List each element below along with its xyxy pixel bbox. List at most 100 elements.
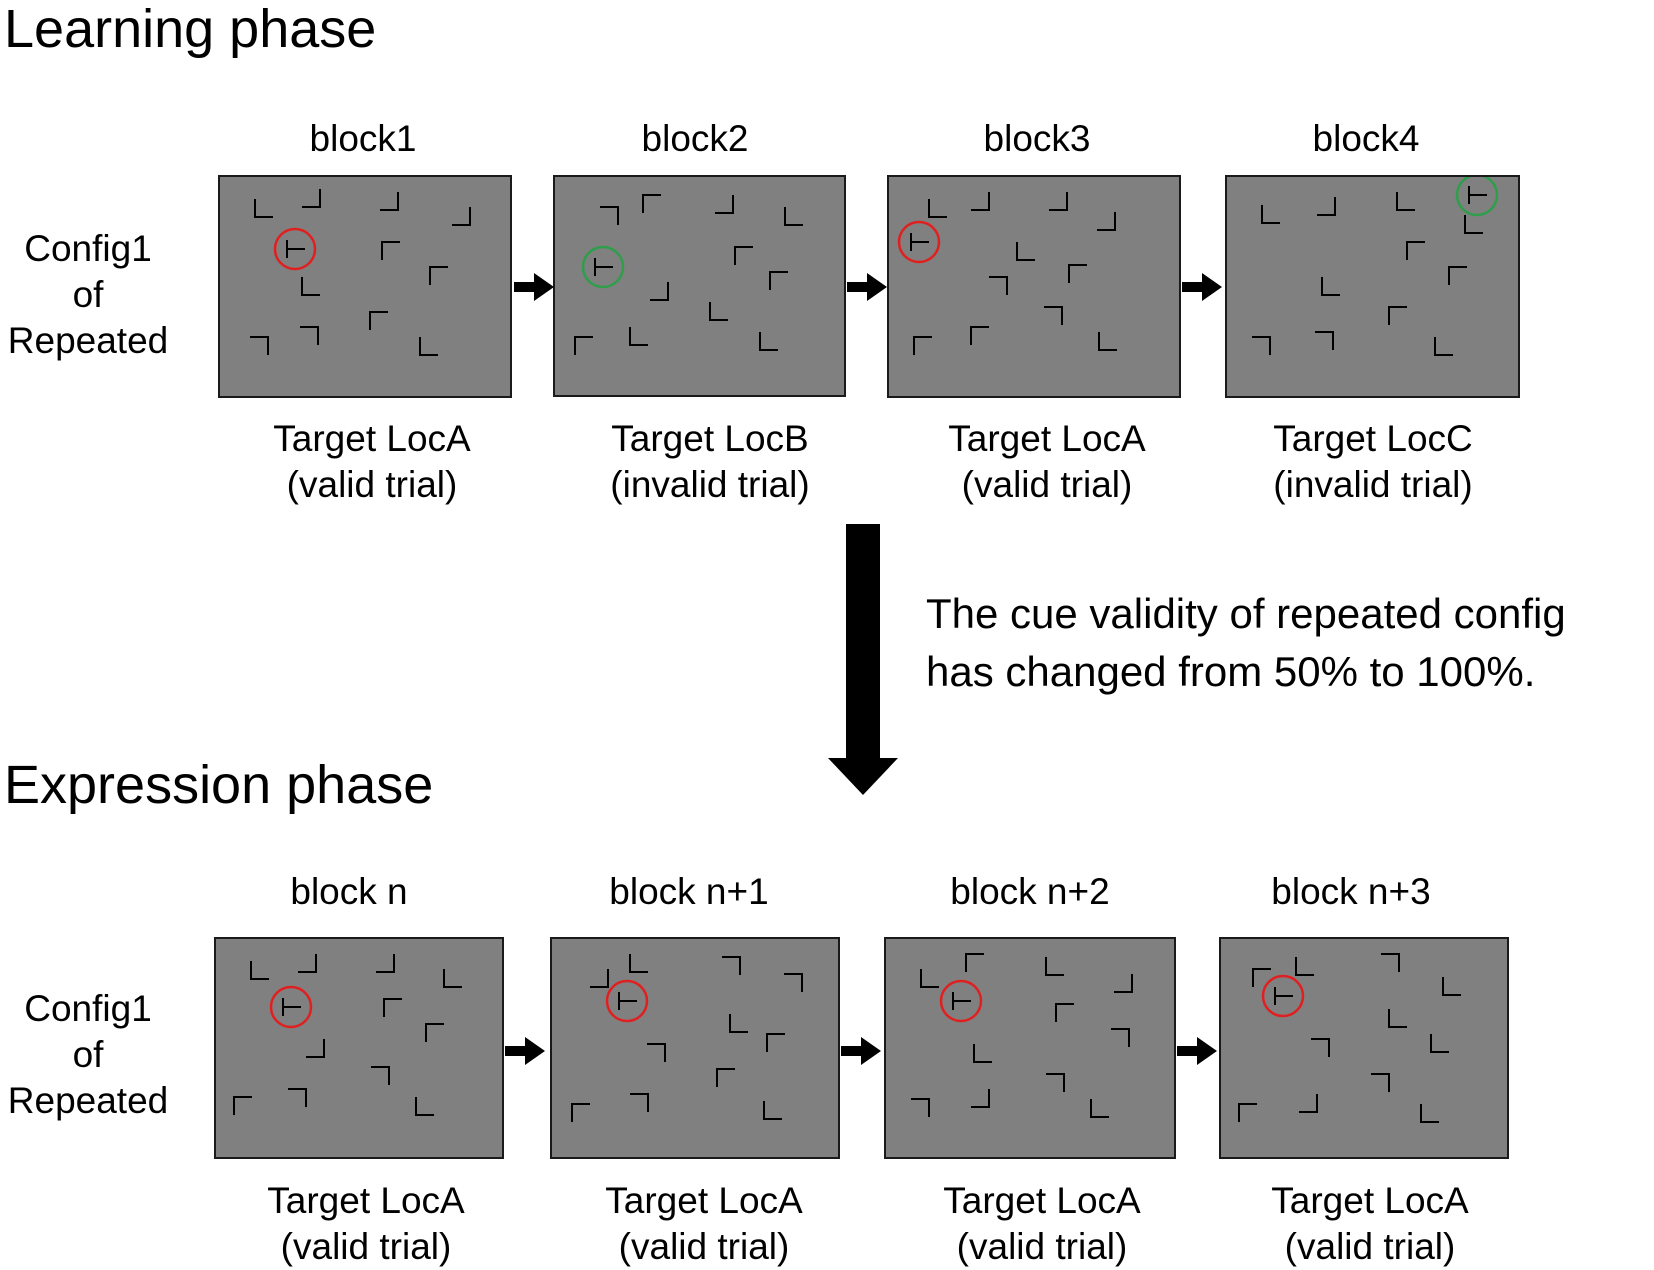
distractor-l-shape xyxy=(300,326,319,345)
arrow-right-icon xyxy=(505,1037,545,1065)
distractor-l-shape xyxy=(1097,212,1116,231)
distractor-l-shape xyxy=(443,969,462,988)
distractor-l-shape xyxy=(1311,1038,1330,1057)
expression-row-label: Config1 of Repeated xyxy=(0,986,176,1124)
target-t-shape xyxy=(1274,987,1293,1005)
distractor-l-shape xyxy=(729,1014,748,1033)
distractor-l-shape xyxy=(1299,1094,1318,1113)
distractor-l-shape xyxy=(759,332,778,351)
target-t-shape xyxy=(618,992,637,1010)
expression-block-title-4: block n+3 xyxy=(1271,871,1431,912)
row-label-line: Config1 xyxy=(24,988,152,1029)
distractor-l-shape xyxy=(250,336,269,355)
distractor-l-shape xyxy=(1238,1103,1257,1122)
distractor-l-shape xyxy=(429,266,448,285)
learning-search-display-4 xyxy=(1225,175,1520,398)
distractor-l-shape xyxy=(574,336,593,355)
arrow-down-icon xyxy=(828,524,898,795)
caption-trial-type: (valid trial) xyxy=(618,1226,790,1267)
row-label-line: of xyxy=(72,1034,104,1075)
distractor-l-shape xyxy=(1396,192,1415,211)
distractor-l-shape xyxy=(1111,1028,1130,1047)
distractor-l-shape xyxy=(965,953,984,972)
row-label-line: Repeated xyxy=(7,1080,169,1121)
distractor-l-shape xyxy=(1114,974,1133,993)
distractor-l-shape xyxy=(383,998,402,1017)
distractor-l-shape xyxy=(973,1044,992,1063)
distractor-l-shape xyxy=(642,194,661,213)
distractor-l-shape xyxy=(590,969,609,988)
distractor-l-shape xyxy=(971,1089,990,1108)
distractor-l-shape xyxy=(1049,192,1068,211)
expression-caption-2: Target LocA (valid trial) xyxy=(534,1178,874,1270)
caption-target: Target LocC xyxy=(1273,418,1473,459)
distractor-l-shape xyxy=(425,1023,444,1042)
distractor-l-shape xyxy=(734,246,753,265)
learning-caption-2: Target LocB (invalid trial) xyxy=(540,416,880,508)
distractor-l-shape xyxy=(288,1088,307,1107)
learning-caption-1: Target LocA (valid trial) xyxy=(202,416,542,508)
expression-block-title-2: block n+1 xyxy=(609,871,769,912)
stimulus-array xyxy=(1238,953,1461,1123)
caption-target: Target LocA xyxy=(267,1180,465,1221)
distractor-l-shape xyxy=(629,954,648,973)
caption-trial-type: (invalid trial) xyxy=(1273,464,1473,505)
distractor-l-shape xyxy=(1371,1073,1390,1092)
distractor-l-shape xyxy=(1464,215,1483,234)
distractor-l-shape xyxy=(920,969,939,988)
distractor-l-shape xyxy=(1068,264,1087,283)
cue-circle xyxy=(605,979,649,1023)
distractor-l-shape xyxy=(650,282,669,301)
distractor-l-shape xyxy=(722,956,741,975)
caption-trial-type: (valid trial) xyxy=(286,464,458,505)
expression-block-title-3: block n+2 xyxy=(950,871,1110,912)
expression-search-display-4 xyxy=(1219,937,1509,1159)
distractor-l-shape xyxy=(769,271,788,290)
distractor-l-shape xyxy=(1055,1003,1074,1022)
distractor-l-shape xyxy=(419,337,438,356)
distractor-l-shape xyxy=(380,192,399,211)
expression-caption-4: Target LocA (valid trial) xyxy=(1200,1178,1540,1270)
caption-trial-type: (valid trial) xyxy=(961,464,1133,505)
distractor-l-shape xyxy=(715,195,734,214)
distractor-l-shape xyxy=(629,327,648,346)
distractor-l-shape xyxy=(369,311,388,330)
cue-circle xyxy=(897,220,941,264)
transition-note-line: has changed from 50% to 100%. xyxy=(926,648,1536,695)
distractor-l-shape xyxy=(1295,957,1314,976)
cue-circle xyxy=(1261,974,1305,1018)
distractor-l-shape xyxy=(709,302,728,321)
distractor-l-shape xyxy=(381,241,400,260)
row-label-line: of xyxy=(72,274,104,315)
distractor-l-shape xyxy=(571,1103,590,1122)
target-t-shape xyxy=(286,240,305,258)
target-t-shape xyxy=(1468,186,1487,204)
distractor-l-shape xyxy=(911,1098,930,1117)
cue-circle xyxy=(273,227,317,271)
row-label-line: Config1 xyxy=(24,228,152,269)
cue-circle xyxy=(581,245,625,289)
stimulus-array xyxy=(897,192,1117,355)
arrow-right-icon xyxy=(847,273,887,301)
distractor-l-shape xyxy=(306,1039,325,1058)
caption-target: Target LocA xyxy=(948,418,1146,459)
distractor-l-shape xyxy=(452,207,471,226)
distractor-l-shape xyxy=(1016,242,1035,261)
learning-search-display-2 xyxy=(553,175,846,397)
expression-block-title-1: block n xyxy=(290,871,408,912)
distractor-l-shape xyxy=(784,973,803,992)
distractor-l-shape xyxy=(254,199,273,218)
expression-caption-3: Target LocA (valid trial) xyxy=(872,1178,1212,1270)
transition-note-line: The cue validity of repeated config xyxy=(926,590,1566,637)
distractor-l-shape xyxy=(1448,266,1467,285)
target-t-shape xyxy=(952,992,971,1010)
learning-caption-3: Target LocA (valid trial) xyxy=(877,416,1217,508)
distractor-l-shape xyxy=(1252,968,1271,987)
distractor-l-shape xyxy=(1321,277,1340,296)
caption-target: Target LocA xyxy=(943,1180,1141,1221)
stimulus-array xyxy=(233,954,462,1116)
distractor-l-shape xyxy=(298,954,317,973)
distractor-l-shape xyxy=(970,326,989,345)
distractor-l-shape xyxy=(1045,957,1064,976)
